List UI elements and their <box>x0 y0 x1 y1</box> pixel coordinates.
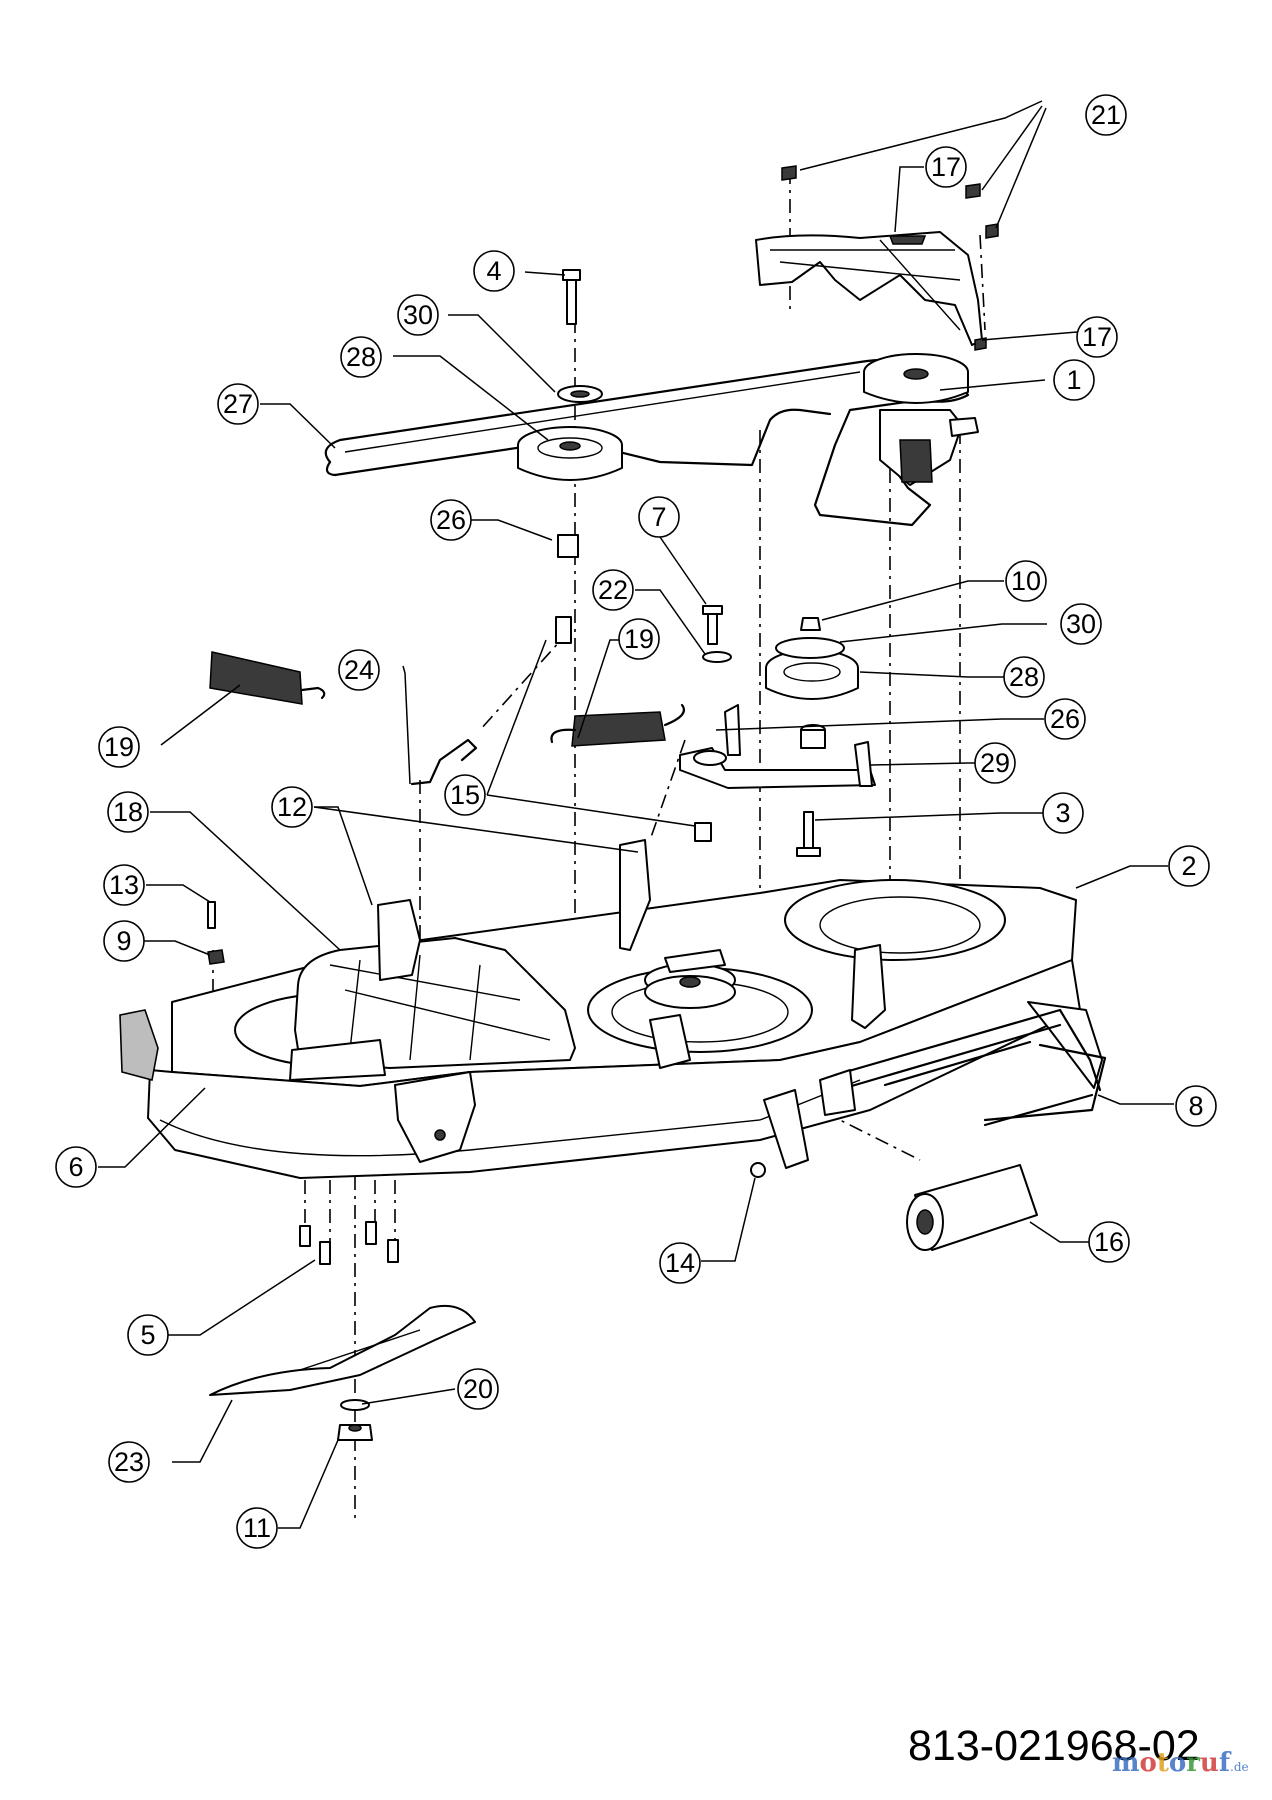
svg-text:20: 20 <box>463 1374 493 1404</box>
svg-text:12: 12 <box>277 792 307 822</box>
callout-24: 23 <box>108 1441 150 1483</box>
svg-text:21: 21 <box>1091 100 1121 130</box>
svg-text:15: 15 <box>450 780 480 810</box>
svg-text:4: 4 <box>486 256 501 286</box>
callout-28: 28 <box>340 336 382 378</box>
svg-text:29: 29 <box>980 748 1010 778</box>
callout-23: 22 <box>592 569 634 611</box>
svg-text:19: 19 <box>104 732 134 762</box>
svg-text:22: 22 <box>598 575 628 605</box>
spindle-pulley <box>863 353 979 486</box>
svg-text:17: 17 <box>931 152 961 182</box>
callout-26: 26 <box>430 499 472 541</box>
svg-text:9: 9 <box>116 926 131 956</box>
watermark-logo: motoruf.de <box>1112 1748 1249 1778</box>
callout-28: 28 <box>1003 656 1045 698</box>
front-rod-assembly <box>763 1008 1107 1169</box>
svg-text:19: 19 <box>624 624 654 654</box>
bushings <box>555 534 712 842</box>
svg-text:6: 6 <box>68 1152 83 1182</box>
callout-8: 8 <box>1175 1085 1217 1127</box>
deck-brackets <box>377 839 886 1029</box>
idler-bracket <box>679 704 876 789</box>
callout-16: 16 <box>1088 1221 1130 1263</box>
svg-text:1: 1 <box>1066 365 1081 395</box>
callout-21: 20 <box>457 1368 499 1410</box>
svg-text:28: 28 <box>1009 662 1039 692</box>
svg-text:14: 14 <box>665 1248 695 1278</box>
left-front-bracket <box>394 1071 476 1163</box>
callout-11: 11 <box>236 1507 278 1549</box>
callout-bubbles: 21 17 17 1 4 30 28 27 26 7 22 19 10 30 2… <box>55 94 1217 1549</box>
callout-17: 17 <box>1076 316 1118 358</box>
svg-text:18: 18 <box>113 797 143 827</box>
svg-text:17: 17 <box>1082 322 1112 352</box>
callout-6: 6 <box>55 1146 97 1188</box>
callout-29: 29 <box>974 742 1016 784</box>
callout-2: 2 <box>1168 845 1210 887</box>
callout-30: 30 <box>397 294 439 336</box>
svg-text:10: 10 <box>1011 566 1041 596</box>
callout-19: 19 <box>98 726 140 768</box>
springs <box>209 651 686 747</box>
callout-7: 7 <box>638 496 680 538</box>
callout-27: 27 <box>217 383 259 425</box>
callout-13: 13 <box>103 864 145 906</box>
bolt-3 <box>796 811 821 857</box>
upper-idler-pulley <box>517 426 623 481</box>
callout-12: 12 <box>271 786 313 828</box>
small-hardware <box>207 901 766 1178</box>
bolt-4 <box>557 269 603 403</box>
svg-text:26: 26 <box>1050 704 1080 734</box>
callout-17: 17 <box>925 146 967 188</box>
svg-text:16: 16 <box>1094 1227 1124 1257</box>
svg-text:28: 28 <box>346 342 376 372</box>
callout-20: 19 <box>618 618 660 660</box>
callout-9: 9 <box>103 920 145 962</box>
svg-text:2: 2 <box>1181 851 1196 881</box>
roller <box>906 1164 1038 1251</box>
svg-text:30: 30 <box>1066 609 1096 639</box>
svg-text:3: 3 <box>1055 798 1070 828</box>
svg-text:7: 7 <box>651 502 666 532</box>
lower-idler-pulley <box>765 617 859 749</box>
svg-text:24: 24 <box>344 655 374 685</box>
svg-text:26: 26 <box>436 505 466 535</box>
callout-25: 24 <box>338 649 380 691</box>
callout-1: 1 <box>1053 359 1095 401</box>
svg-text:11: 11 <box>243 1513 271 1543</box>
belt-cover <box>755 231 983 346</box>
callout-26: 26 <box>1044 698 1086 740</box>
svg-text:27: 27 <box>223 389 253 419</box>
callout-30: 30 <box>1060 603 1102 645</box>
svg-text:5: 5 <box>140 1320 155 1350</box>
blade-bolts <box>299 1221 399 1265</box>
mower-deck <box>119 879 1103 1179</box>
callout-15: 15 <box>444 774 486 816</box>
callout-14: 14 <box>659 1242 701 1284</box>
callout-5: 5 <box>127 1314 169 1356</box>
svg-text:8: 8 <box>1188 1091 1203 1121</box>
svg-text:23: 23 <box>114 1447 144 1477</box>
deck-spindle-pulley <box>644 949 736 1069</box>
callout-10: 10 <box>1005 560 1047 602</box>
rod <box>410 738 478 786</box>
callout-22: 21 <box>1085 94 1127 136</box>
blade-assembly <box>209 1221 476 1441</box>
drawing-number: 813-021968-02 <box>908 1722 1200 1770</box>
callout-18: 18 <box>107 791 149 833</box>
callout-4: 4 <box>473 250 515 292</box>
leader-lines <box>98 100 1174 1529</box>
bolt-7 <box>702 605 732 663</box>
svg-text:30: 30 <box>403 300 433 330</box>
svg-text:13: 13 <box>109 870 139 900</box>
callout-3: 3 <box>1042 792 1084 834</box>
cover-screws <box>781 165 999 351</box>
deck-cover <box>289 937 576 1081</box>
